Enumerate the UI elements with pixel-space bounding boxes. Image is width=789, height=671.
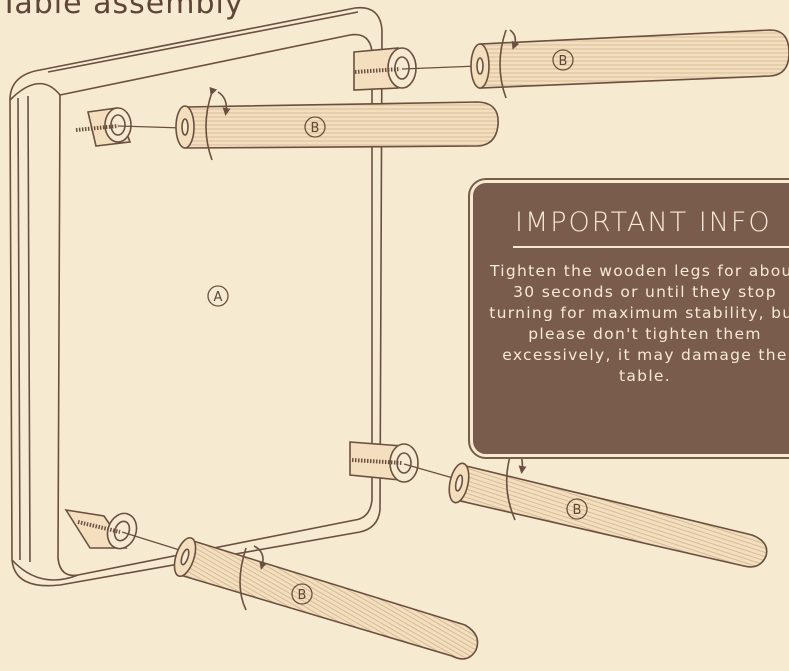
important-info-panel: IMPORTANT INFO Tighten the wooden legs f… — [470, 180, 789, 457]
socket-bottom-right — [350, 442, 460, 482]
info-divider — [513, 246, 789, 248]
label-b-text: B — [298, 588, 307, 603]
leg-bottom-right — [446, 450, 767, 567]
leg-top-right — [471, 30, 789, 98]
label-b-text: B — [311, 121, 320, 136]
label-b-text: B — [559, 54, 568, 69]
leg-bottom-left — [170, 535, 477, 659]
label-a-text: A — [214, 290, 223, 305]
info-text: Tighten the wooden legs for about 30 sec… — [487, 261, 789, 387]
socket-top-right — [354, 48, 478, 90]
info-heading: IMPORTANT INFO — [515, 207, 772, 238]
table-top — [10, 8, 382, 586]
label-b-text: B — [573, 503, 582, 518]
